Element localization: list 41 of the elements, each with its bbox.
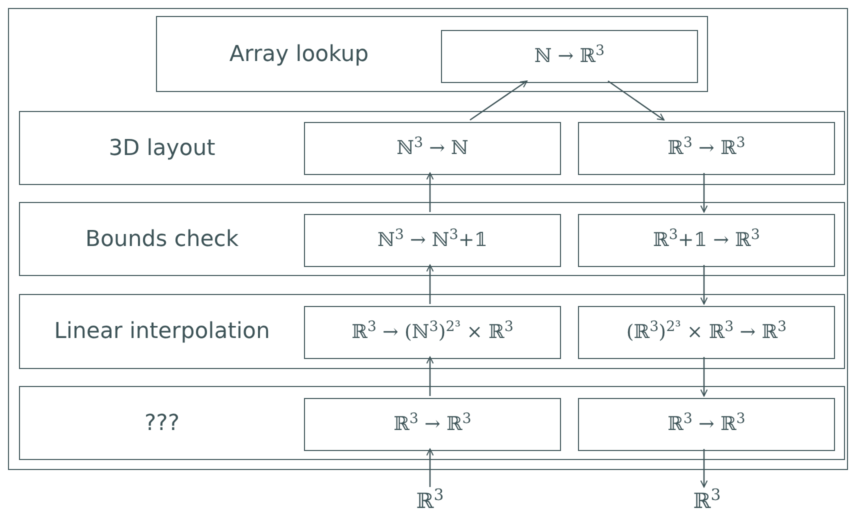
mapping-box [304,122,561,175]
mapping-text: ℝ$^{3}$ → (ℕ$^{3}$)$^{2³}$ × ℝ$^{3}$ [352,318,514,346]
mapping-text: ℕ$^{3}$ → ℕ [396,134,468,162]
layer-label: Linear interpolation [54,318,270,346]
mapping-text: ℝ$^{3}$ → ℝ$^{3}$ [394,410,472,438]
layer-label: ??? [144,410,180,438]
mapping-box [578,306,835,359]
arrow [700,265,708,305]
mapping-text: ℕ → ℝ$^{3}$ [534,42,605,70]
outer-frame [8,8,848,470]
mapping-text: ℝ$^{3}$+𝟙 → ℝ$^{3}$ [653,226,760,254]
arrow [426,448,434,487]
arrow [700,449,708,488]
mapping-box [304,214,561,267]
io-label: ℝ$^{3}$ [410,487,450,517]
arrow [700,173,708,213]
arrow [426,356,434,396]
layer-band [19,202,845,276]
mapping-box [578,214,835,267]
mapping-text: (ℝ$^{3}$)$^{2³}$ × ℝ$^{3}$ → ℝ$^{3}$ [626,318,787,346]
mapping-box [578,398,835,451]
mapping-text: ℝ$^{3}$ → ℝ$^{3}$ [668,410,746,438]
mapping-text: ℕ$^{3}$ → ℕ$^{3}$+𝟙 [377,226,488,254]
arrow [426,264,434,304]
mapping-box [304,398,561,451]
layer-band [156,16,708,92]
arrow [700,357,708,397]
mapping-text: ℝ$^{3}$ → ℝ$^{3}$ [668,134,746,162]
layer-band [19,386,845,460]
layer-band [19,111,845,185]
io-label: ℝ$^{3}$ [687,487,727,517]
mapping-box [304,306,561,359]
arrow [426,172,434,212]
layer-label: 3D layout [108,134,216,162]
arrow [470,80,528,121]
mapping-box [441,30,698,83]
layer-label: Bounds check [85,226,239,254]
arrow [608,80,665,121]
layer-label: Array lookup [229,40,369,68]
mapping-box [578,122,835,175]
layer-band [19,294,845,369]
